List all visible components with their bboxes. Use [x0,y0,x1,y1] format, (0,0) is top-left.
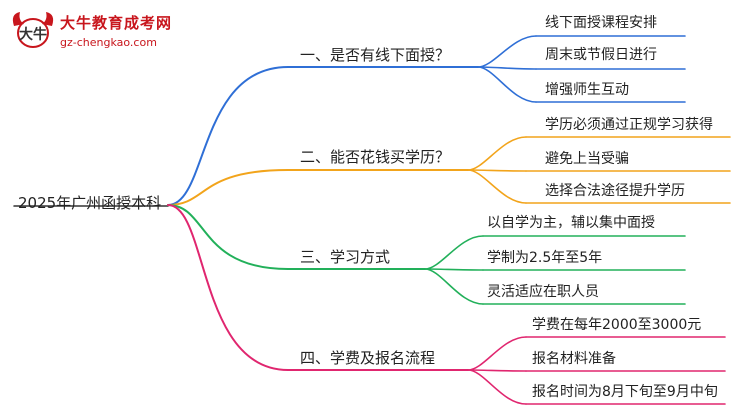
branch-study-mode: 三、学习方式 [300,248,391,266]
logo-url: gz-chengkao.com [60,36,157,49]
leaf-connector [477,66,537,70]
leaf-item: 增强师生互动 [545,82,629,98]
leaf-connector [467,169,527,172]
leaf-item: 学制为2.5年至5年 [487,250,603,266]
mindmap-root: 2025年广州函授本科 [18,194,162,212]
branch-fees-process: 四、学费及报名流程 [300,349,436,367]
logo-mark-text: 大牛 [19,26,47,43]
leaf-connector [467,136,527,171]
leaf-item: 学历必须通过正规学习获得 [545,117,713,133]
leaf-item: 线下面授课程安排 [545,15,657,31]
site-logo[interactable]: 大牛 大牛教育成考网 gz-chengkao.com [8,6,268,66]
bull-head-logo-icon: 大牛 [12,12,54,48]
leaf-connector [424,268,484,305]
branch-connector [167,204,289,270]
leaf-connector [424,235,484,270]
leaf-connector [467,336,527,371]
branch-connector [167,204,289,371]
leaf-item: 避免上当受骗 [545,151,629,167]
leaf-item: 报名时间为8月下旬至9月中旬 [532,384,718,400]
branch-buy-degree: 二、能否花钱买学历？ [300,148,451,166]
branch-connector [167,169,289,206]
leaf-item: 以自学为主，辅以集中面授 [487,215,655,231]
leaf-item: 周末或节假日进行 [545,47,657,63]
leaf-connector [424,268,484,271]
leaf-connector [467,169,527,204]
leaf-item: 学费在每年2000至3000元 [532,317,702,333]
leaf-item: 灵活适应在职人员 [487,284,599,300]
logo-title: 大牛教育成考网 [60,14,173,32]
leaf-connector [477,35,537,68]
branch-connector [167,66,289,206]
leaf-connector [467,369,527,405]
leaf-item: 报名材料准备 [532,351,616,367]
leaf-connector [467,369,527,372]
leaf-item: 选择合法途径提升学历 [545,183,685,199]
branch-online-teaching: 一、是否有线下面授？ [300,46,451,64]
leaf-connector [477,66,537,103]
